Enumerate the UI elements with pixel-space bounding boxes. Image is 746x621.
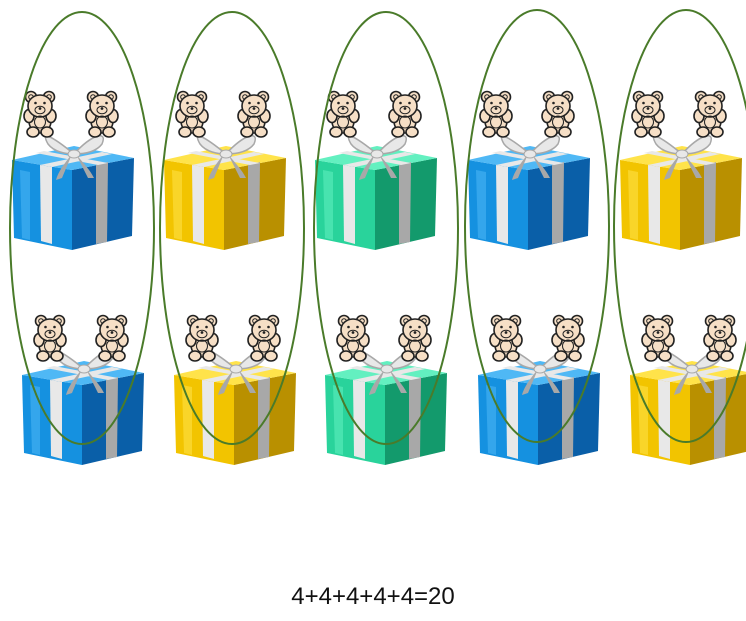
- group-ellipse-4: [464, 9, 610, 443]
- gift-box-icon: [22, 349, 144, 465]
- teddy-bear-icon: [185, 314, 219, 362]
- gift-column-5: [620, 90, 746, 465]
- group-ellipse-5: [613, 9, 746, 443]
- teddy-bear-icon: [551, 314, 585, 362]
- teddy-bear-icon: [703, 314, 737, 362]
- teddy-bear-icon: [479, 90, 513, 138]
- teddy-bear-icon: [95, 314, 129, 362]
- gift-column-2: [164, 90, 296, 465]
- group-ellipse-2: [159, 11, 305, 445]
- teddy-bear-icon: [336, 314, 370, 362]
- gift-box-icon: [325, 349, 447, 465]
- gift-box-icon: [12, 134, 134, 250]
- teddy-bear-icon: [541, 90, 575, 138]
- teddy-bear-icon: [33, 314, 67, 362]
- teddy-bear-icon: [398, 314, 432, 362]
- gift-box-icon: [468, 134, 590, 250]
- teddy-bear-icon: [388, 90, 422, 138]
- teddy-bear-icon: [85, 90, 119, 138]
- gift-box-icon: [478, 349, 600, 465]
- gift-box-icon: [164, 134, 286, 250]
- teddy-bear-icon: [175, 90, 209, 138]
- gift-column-3: [315, 90, 447, 465]
- teddy-bear-icon: [631, 90, 665, 138]
- gift-column-1: [12, 90, 144, 465]
- gift-box-icon: [620, 134, 742, 250]
- teddy-bear-icon: [23, 90, 57, 138]
- equation-text: 4+4+4+4+4=20: [291, 583, 455, 610]
- teddy-bear-icon: [641, 314, 675, 362]
- teddy-bear-icon: [693, 90, 727, 138]
- teddy-bear-icon: [489, 314, 523, 362]
- teddy-bear-icon: [247, 314, 281, 362]
- group-ellipse-3: [313, 11, 459, 445]
- group-ellipse-1: [9, 11, 155, 445]
- gift-box-icon: [315, 134, 437, 250]
- gift-column-4: [468, 90, 600, 465]
- teddy-bear-icon: [326, 90, 360, 138]
- teddy-bear-icon: [237, 90, 271, 138]
